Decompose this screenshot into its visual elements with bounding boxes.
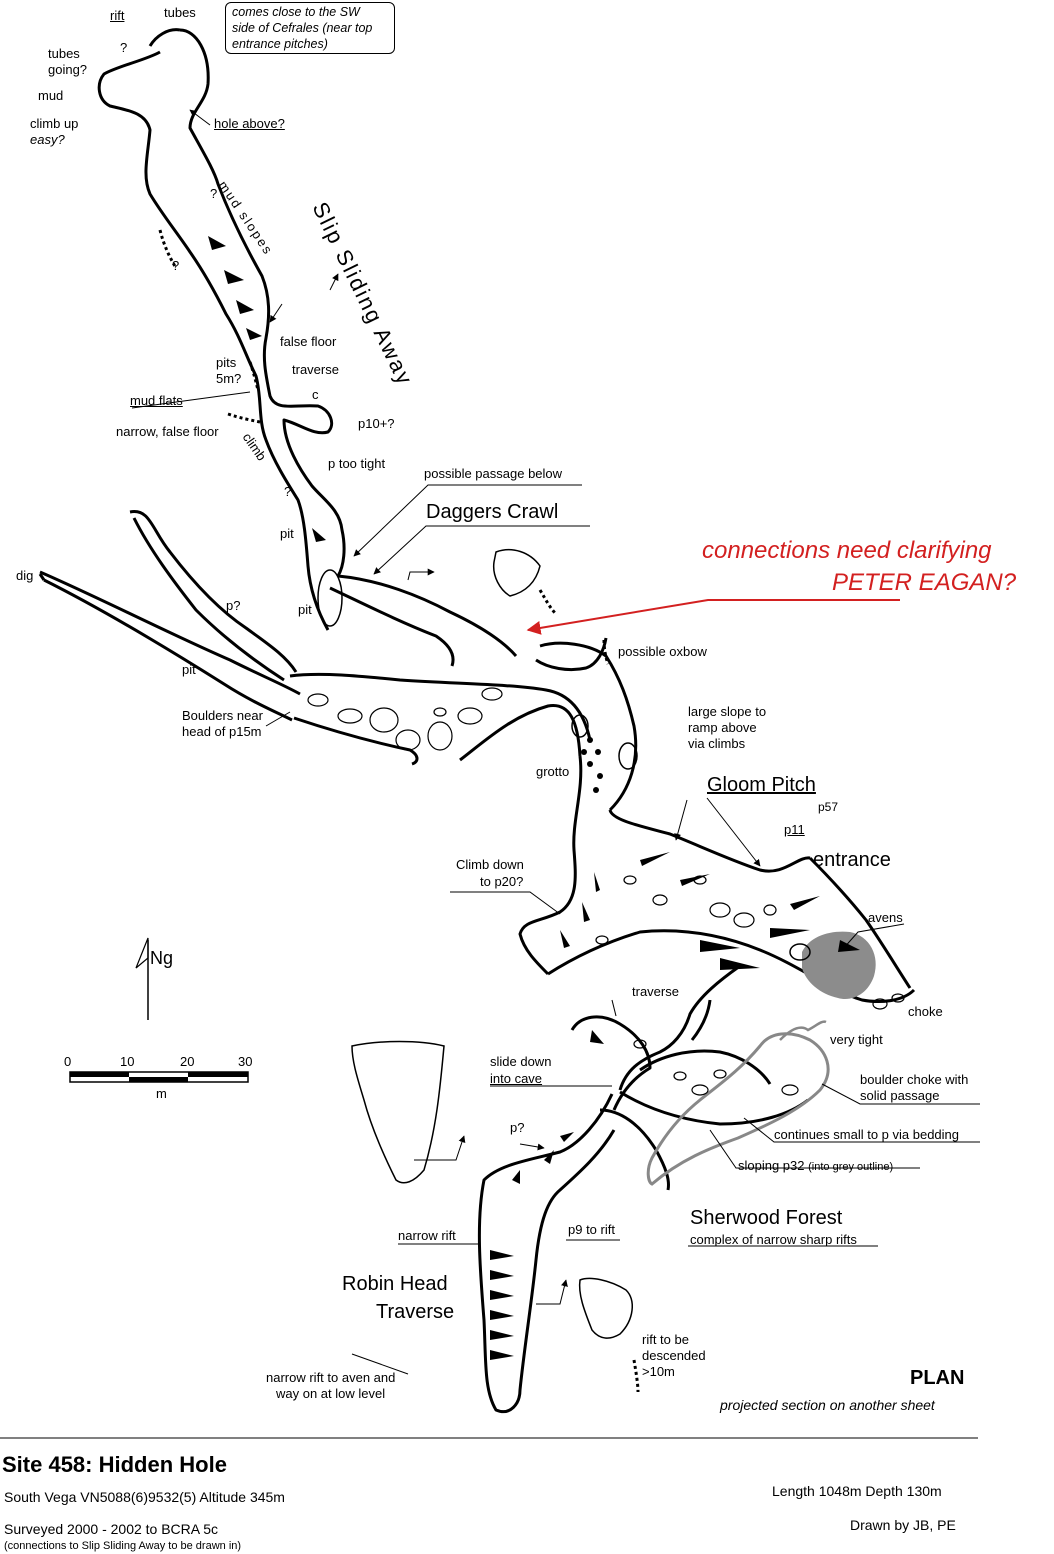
label-slide-down-2: into cave: [490, 1071, 543, 1086]
label-sherwood-sub: complex of narrow sharp rifts: [690, 1232, 857, 1247]
label-tubes: tubes: [164, 5, 196, 20]
middle-passage-walls: [38, 510, 638, 812]
label-large-slope-3: via climbs: [688, 736, 746, 751]
scale-tick-10: 10: [120, 1054, 135, 1069]
label-slide-down-1: slide down: [490, 1054, 552, 1069]
label-false-floor: false floor: [280, 334, 337, 349]
annotation-peter-eagan: PETER EAGAN?: [832, 569, 1017, 596]
label-large-slope-2: ramp above: [688, 720, 757, 735]
label-p-q: p?: [226, 598, 241, 613]
label-traverse-mid: traverse: [632, 984, 679, 999]
label-rift: rift: [110, 8, 125, 23]
note-line-2: side of Cefrales (near top: [232, 21, 373, 35]
label-narrow-false-floor: narrow, false floor: [116, 424, 219, 439]
scale-unit: m: [156, 1086, 167, 1101]
survey-length-depth: Length 1048m Depth 130m: [772, 1483, 942, 1499]
label-mud-flats: mud flats: [130, 393, 183, 408]
label-large-slope-1: large slope to: [688, 704, 767, 719]
label-sloping-p32: sloping p32 (into grey outline): [738, 1158, 893, 1175]
scale-tick-30: 30: [238, 1054, 253, 1069]
label-climb-up-2: easy?: [30, 132, 65, 147]
lower-passage-walls: [477, 755, 916, 1413]
annotation-connections: connections need clarifying: [702, 537, 992, 564]
survey-title: Site 458: Hidden Hole: [2, 1452, 227, 1477]
label-traverse-robin: Traverse: [376, 1301, 455, 1323]
label-narrow-rift-aven-1: narrow rift to aven and: [266, 1370, 396, 1385]
label-tubes-going-1: tubes: [48, 46, 80, 61]
label-pit-2: pit: [298, 602, 312, 617]
label-p9: p9 to rift: [568, 1222, 615, 1237]
label-boulders-1: Boulders near: [182, 708, 263, 723]
label-q3: ?: [172, 258, 180, 273]
label-grotto: grotto: [536, 764, 570, 779]
label-traverse-top: traverse: [292, 362, 339, 377]
label-gloom-pitch: Gloom Pitch: [707, 774, 816, 796]
label-plan: PLAN: [910, 1367, 965, 1389]
label-pits-2: 5m?: [216, 371, 242, 386]
note-line-1: comes close to the SW: [232, 5, 360, 19]
sloping-p32-text: sloping p32: [738, 1158, 805, 1173]
aven-grey-area: [802, 931, 876, 1000]
scale-tick-20: 20: [180, 1054, 195, 1069]
label-continues-small: continues small to p via bedding: [774, 1127, 960, 1142]
scale-tick-0: 0: [64, 1054, 72, 1069]
label-rift-desc-3: >10m: [642, 1364, 675, 1379]
label-hole-above: hole above?: [214, 116, 285, 131]
sloping-p32-note: (into grey outline): [808, 1161, 894, 1173]
label-narrow-rift: narrow rift: [398, 1228, 456, 1243]
boulders: [307, 687, 905, 1096]
label-boulder-choke-1: boulder choke with: [860, 1072, 969, 1087]
label-rift-desc-2: descended: [642, 1348, 706, 1363]
north-label: Ng: [150, 948, 174, 968]
label-q2: ?: [210, 186, 218, 201]
label-climb-down-1: Climb down: [456, 857, 524, 872]
label-pit-3: pit: [182, 662, 196, 677]
label-q1: ?: [120, 40, 128, 55]
survey-connections-note: (connections to Slip Sliding Away to be …: [4, 1540, 242, 1552]
label-p-too-tight: p too tight: [328, 456, 386, 471]
label-possible-oxbow: possible oxbow: [618, 644, 707, 659]
grotto-dots: [581, 737, 603, 793]
note-box: comes close to the SW side of Cefrales (…: [225, 2, 395, 54]
label-projected: projected section on another sheet: [720, 1397, 935, 1413]
label-tubes-going-2: going?: [48, 62, 88, 77]
label-robin-head: Robin Head: [342, 1273, 448, 1295]
dotted-passage-markers: [158, 229, 640, 1393]
label-daggers-crawl: Daggers Crawl: [426, 501, 559, 523]
label-pits-1: pits: [216, 355, 237, 370]
label-dig: dig: [16, 568, 34, 583]
label-possible-passage-below: possible passage below: [424, 466, 563, 481]
label-c: c: [312, 387, 319, 402]
label-p10: p10+?: [358, 416, 395, 431]
leader-lines: [131, 109, 980, 1375]
chamber-outlines: [317, 548, 811, 1339]
label-pit-1: pit: [280, 526, 294, 541]
label-narrow-rift-aven-2: way on at low level: [276, 1386, 386, 1401]
label-boulder-choke-2: solid passage: [860, 1088, 940, 1103]
label-entrance: entrance: [813, 849, 891, 871]
north-arrow: [135, 937, 149, 1020]
survey-surveyed: Surveyed 2000 - 2002 to BCRA 5c: [4, 1521, 219, 1537]
label-climb-up-1: climb up: [30, 116, 79, 131]
label-p11: p11: [784, 822, 805, 837]
label-p57: p57: [818, 800, 839, 814]
red-annotation-arrow: [526, 599, 900, 635]
very-tight-grey: [779, 1020, 827, 1041]
label-avens: avens: [868, 910, 903, 925]
label-climb-down-2: to p20?: [480, 874, 524, 889]
label-choke: choke: [908, 1004, 943, 1019]
label-boulders-2: head of p15m: [182, 724, 262, 739]
note-line-3: entrance pitches): [232, 37, 328, 51]
label-p-q2: p?: [510, 1120, 525, 1135]
label-sherwood-forest: Sherwood Forest: [690, 1207, 843, 1229]
label-very-tight: very tight: [830, 1032, 883, 1047]
label-mud: mud: [38, 88, 64, 103]
survey-location: South Vega VN5088(6)9532(5) Altitude 345…: [4, 1489, 285, 1505]
label-q4: ?: [284, 484, 292, 499]
label-rift-desc-1: rift to be: [642, 1332, 689, 1347]
upper-passage-walls: [97, 28, 346, 631]
scale-bar: [69, 1071, 249, 1083]
survey-drawn-by: Drawn by JB, PE: [850, 1517, 956, 1533]
